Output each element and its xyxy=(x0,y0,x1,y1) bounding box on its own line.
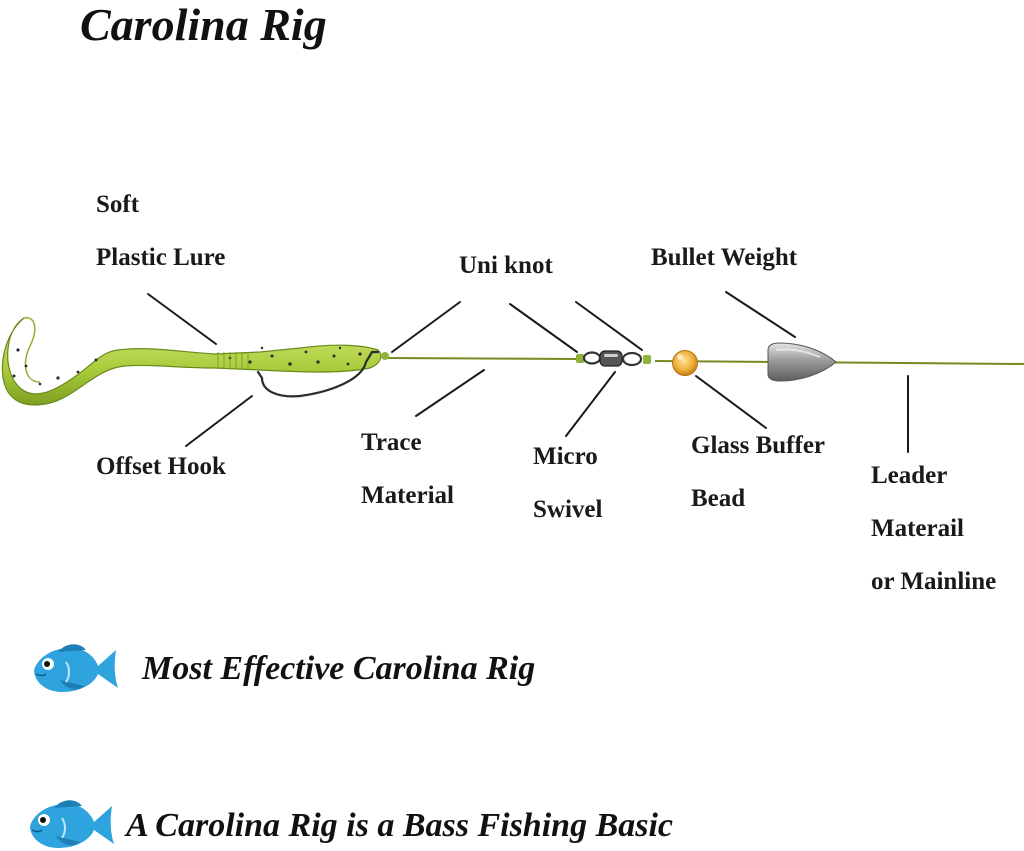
label-plastic-lure: Plastic Lure xyxy=(96,244,226,271)
label-materail: Materail xyxy=(871,515,965,542)
bullet-weight-icon xyxy=(767,342,837,382)
label-micro: Micro xyxy=(533,443,598,470)
label-material: Material xyxy=(361,482,455,509)
fishing-line xyxy=(384,357,1024,365)
uni-knot-marker xyxy=(381,352,389,360)
label-or-mainline: or Mainline xyxy=(871,568,997,595)
label-offset-hook: Offset Hook xyxy=(96,453,226,480)
tagline-bass-fishing-basic: A Carolina Rig is a Bass Fishing Basic xyxy=(126,807,674,844)
glass-bead-icon xyxy=(672,350,698,376)
soft-plastic-lure-icon xyxy=(1,317,382,406)
fish-icon xyxy=(34,644,118,692)
offset-hook-icon xyxy=(256,350,380,398)
leader-lines xyxy=(147,291,909,453)
tagline-most-effective: Most Effective Carolina Rig xyxy=(142,650,536,687)
label-leader: Leader xyxy=(871,462,948,489)
label-uni-knot: Uni knot xyxy=(459,252,553,279)
label-glass-buffer: Glass Buffer xyxy=(691,432,826,459)
label-trace: Trace xyxy=(361,429,422,456)
label-soft: Soft xyxy=(96,191,140,218)
label-swivel: Swivel xyxy=(533,496,603,523)
label-bead: Bead xyxy=(691,485,746,512)
page-title: Carolina Rig xyxy=(80,0,327,50)
micro-swivel-icon xyxy=(576,350,651,367)
fish-icon xyxy=(30,800,114,848)
label-bullet-weight: Bullet Weight xyxy=(651,244,798,271)
